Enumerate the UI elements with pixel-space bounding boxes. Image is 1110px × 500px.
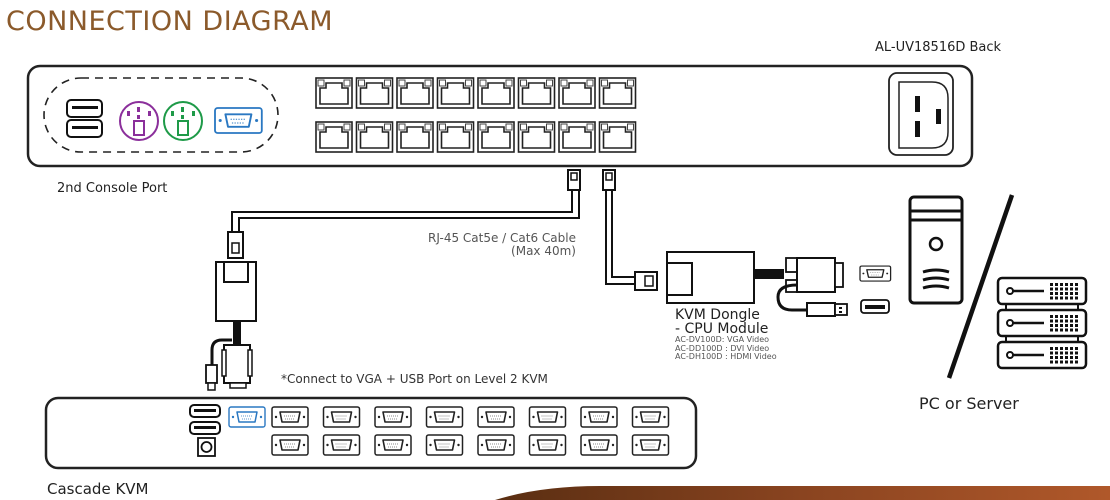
rj45-port-icon — [517, 121, 556, 153]
rj45-port-icon — [517, 77, 556, 109]
footer-decor-bar — [495, 486, 1110, 500]
main-unit — [26, 64, 974, 168]
rj45-cable-to-cpu — [602, 169, 658, 291]
rj45-port-icon — [558, 121, 596, 153]
server-unit-icon — [996, 276, 1088, 306]
vga-port-icon — [322, 406, 361, 428]
rj45-port-icon — [598, 121, 637, 153]
rj45-port-icon — [477, 121, 515, 153]
cascade-vga-highlight-port-icon — [228, 406, 266, 428]
vga-console-port-icon — [214, 107, 263, 134]
dongle-model-3: AC-DH100D : HDMI Video — [675, 352, 777, 361]
console-port-label: 2nd Console Port — [57, 181, 168, 196]
page-title: CONNECTION DIAGRAM — [6, 6, 334, 37]
dongle-model-1: AC-DV100D: VGA Video — [675, 335, 770, 344]
rj45-port-icon — [558, 77, 596, 109]
main-unit-label: AL-UV18516D Back — [875, 40, 1002, 55]
dongle-title-line2: - CPU Module — [675, 321, 769, 337]
vga-port-icon — [631, 406, 670, 428]
cascade-dongle — [205, 261, 257, 391]
vga-port-icon — [477, 406, 515, 428]
ps2-mouse-port-icon — [119, 101, 159, 141]
vga-port-icon — [374, 434, 412, 456]
vga-port-icon — [580, 434, 618, 456]
rj45-port-icon — [396, 77, 434, 109]
dongle-model-2: AC-DD100D : DVI Video — [675, 343, 770, 353]
cable-label-line2: (Max 40m) — [511, 244, 576, 258]
rj45-port-icon — [436, 77, 475, 109]
dongle-title-line1: KVM Dongle — [675, 307, 760, 323]
rj45-port-icon — [355, 121, 394, 153]
server-rack-icon — [996, 276, 1088, 370]
dongle-label: KVM Dongle - CPU Module AC-DV100D: VGA V… — [675, 307, 777, 362]
vga-port-icon — [271, 434, 309, 456]
pc-vga-port-icon — [859, 265, 892, 282]
pc-server-label: PC or Server — [919, 394, 1019, 413]
server-unit-icon — [996, 340, 1088, 370]
vga-port-icon — [631, 434, 670, 456]
cascade-note: *Connect to VGA + USB Port on Level 2 KV… — [281, 372, 548, 386]
rj45-port-icon — [315, 121, 353, 153]
rj45-port-icon — [598, 77, 637, 109]
server-unit-icon — [996, 308, 1088, 338]
cable-label: RJ-45 Cat5e / Cat6 Cable (Max 40m) — [380, 232, 576, 258]
vga-port-icon — [477, 434, 515, 456]
usb-ports-icon — [66, 99, 103, 138]
rj45-port-icon — [315, 77, 353, 109]
rj45-port-icon — [477, 77, 515, 109]
pc-tower-icon — [908, 195, 964, 305]
rj45-cable-to-cascade — [227, 169, 581, 259]
vga-port-icon — [374, 406, 412, 428]
slash-divider — [946, 194, 1015, 379]
power-inlet-icon — [888, 72, 954, 156]
vga-port-icon — [528, 406, 567, 428]
vga-port-icon — [322, 434, 361, 456]
cascade-kvm-label: Cascade KVM — [47, 480, 149, 498]
pc-usb-port-icon — [860, 299, 890, 314]
vga-port-icon — [425, 434, 464, 456]
rj45-port-icon — [355, 77, 394, 109]
rj45-port-icon — [436, 121, 475, 153]
vga-port-icon — [271, 406, 309, 428]
cpu-module-dongle — [666, 251, 848, 317]
ps2-keyboard-port-icon — [163, 101, 203, 141]
vga-port-icon — [425, 406, 464, 428]
vga-port-icon — [528, 434, 567, 456]
vga-port-icon — [580, 406, 618, 428]
rj45-port-icon — [396, 121, 434, 153]
cable-label-line1: RJ-45 Cat5e / Cat6 Cable — [428, 231, 576, 245]
